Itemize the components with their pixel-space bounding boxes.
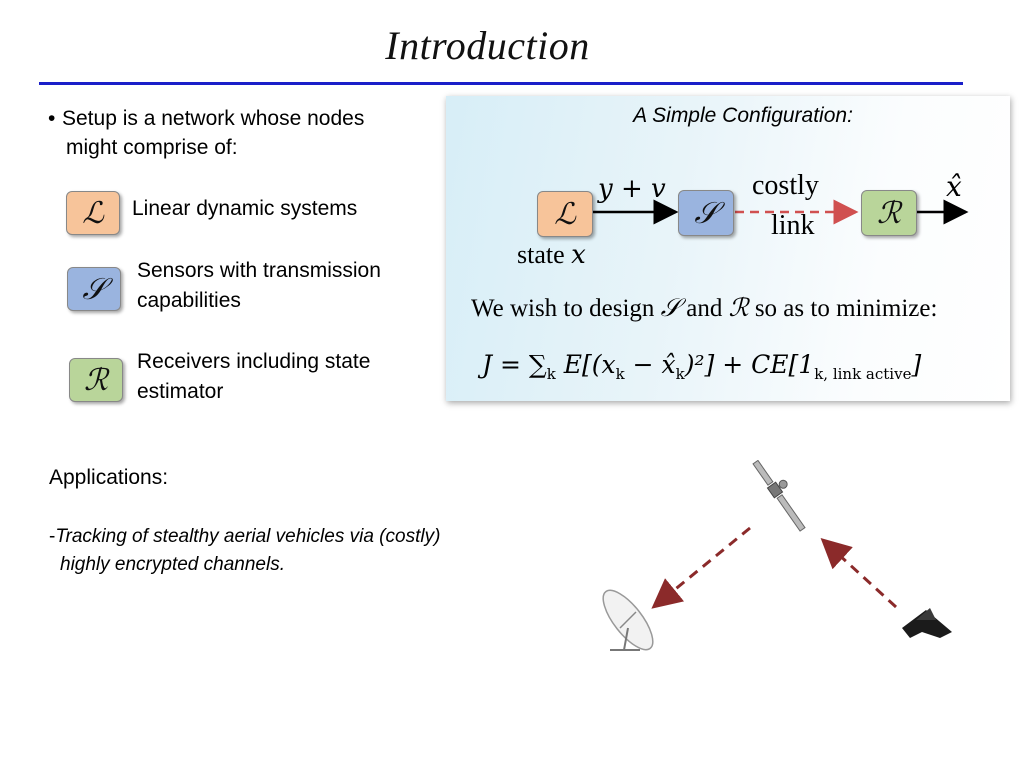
wish-and: and: [686, 295, 723, 322]
config-node-S: 𝒮: [678, 190, 734, 236]
arrow-satellite-to-radar: [651, 526, 751, 609]
config-node-L: ℒ: [537, 191, 593, 237]
formula-sub-k3: k: [675, 365, 685, 383]
legend-R-label-line1: Receivers including state: [137, 350, 371, 373]
intro-bullet: • Setup is a network whose nodes might co…: [48, 104, 418, 162]
legend-S-icon: 𝒮: [67, 267, 121, 311]
config-panel: [446, 96, 1010, 401]
formula-mid3: )²] + CE[1: [684, 350, 815, 379]
legend-S-label-line1: Sensors with transmission: [137, 259, 381, 282]
formula-end: ]: [911, 350, 922, 379]
wish-S: 𝒮: [660, 293, 680, 322]
formula-main: J = ∑: [482, 350, 547, 379]
wish-pre: We wish to design: [471, 295, 655, 322]
radar-dish-icon: [602, 589, 654, 651]
slide-title: Introduction: [385, 23, 590, 68]
bullet-dot: •: [48, 107, 56, 130]
legend-R-icon: ℛ: [69, 358, 123, 402]
stealth-aircraft-icon: [902, 608, 952, 638]
applications-item-prefix: -: [49, 526, 56, 547]
cost-formula: J = ∑k E[(xk − x̂k)²] + CE[1k, link acti…: [482, 350, 921, 383]
intro-bullet-text: Setup is a network whose nodes: [62, 107, 365, 130]
legend-R-label-line2: estimator: [137, 380, 224, 403]
legend-S-label-line2: capabilities: [137, 289, 241, 312]
formula-sub-active: k, link active: [814, 365, 912, 383]
applications-item-line1: Tracking of stealthy aerial vehicles via…: [55, 526, 441, 547]
config-diagram: [591, 199, 969, 225]
costly-label: costly: [752, 170, 819, 201]
formula-mid2: − x̂: [624, 350, 676, 379]
title-rule: [39, 82, 963, 85]
state-label: state x: [517, 240, 586, 270]
state-word: state: [517, 240, 565, 269]
wish-R: ℛ: [728, 293, 749, 322]
legend-R-label: Receivers including state estimator: [137, 347, 370, 407]
config-title: A Simple Configuration:: [633, 104, 853, 127]
link-label: link: [771, 210, 815, 241]
applications-heading: Applications:: [49, 466, 169, 489]
applications-item: -Tracking of stealthy aerial vehicles vi…: [49, 523, 489, 579]
config-node-R: ℛ: [861, 190, 917, 236]
formula-mid: E[(x: [555, 350, 616, 379]
objective-sentence: We wish to design 𝒮 and ℛ so as to minim…: [471, 293, 937, 323]
output-xhat-label: x̂: [946, 170, 962, 203]
illustration: [602, 460, 952, 651]
legend-L-label: Linear dynamic systems: [132, 197, 358, 220]
wish-post: so as to minimize:: [754, 295, 938, 322]
satellite-icon: [752, 460, 806, 532]
legend-L-icon: ℒ: [66, 191, 120, 235]
arrow-aircraft-to-satellite: [820, 537, 898, 609]
edge-label-yv: y + v: [598, 174, 666, 204]
state-var: x: [571, 240, 586, 270]
intro-bullet-cont: might comprise of:: [66, 136, 238, 159]
formula-sub-k: k: [546, 365, 556, 383]
formula-sub-k2: k: [615, 365, 625, 383]
applications-item-line2: highly encrypted channels.: [60, 554, 285, 575]
legend-S-label: Sensors with transmission capabilities: [137, 256, 381, 316]
